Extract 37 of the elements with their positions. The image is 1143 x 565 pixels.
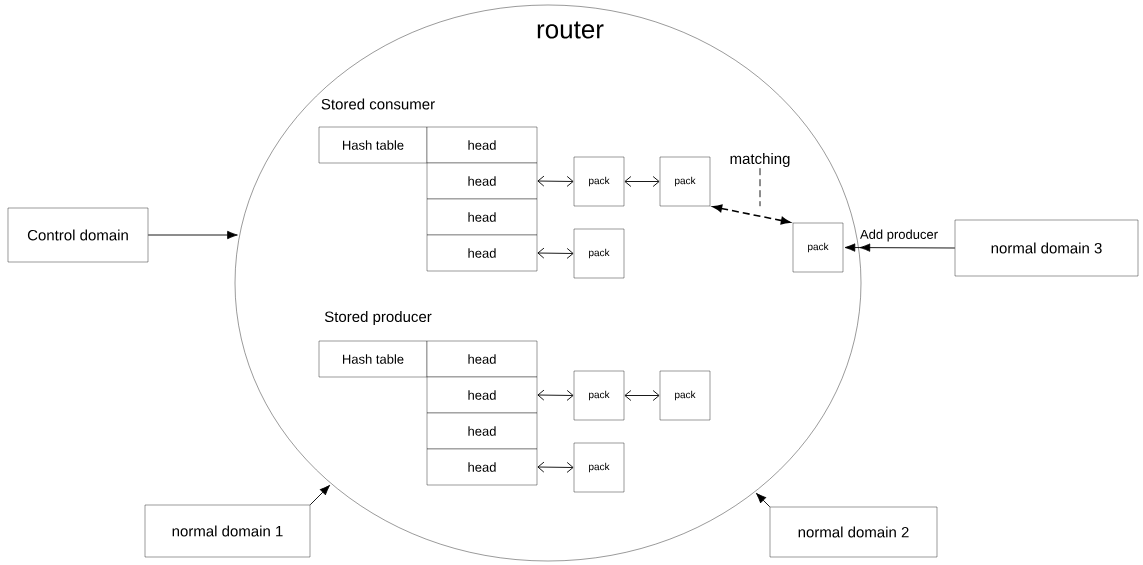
arrow (624, 390, 660, 401)
section-heading: Stored producer (324, 311, 432, 325)
head-cell: head (426, 448, 538, 486)
head-cell: head (426, 162, 538, 200)
arrow (755, 492, 771, 508)
arrow (537, 389, 574, 401)
arrow (844, 243, 956, 252)
domain-box: normal domain 3 (954, 219, 1139, 277)
domain-box: Control domain (7, 207, 149, 263)
packet-box: pack (659, 156, 711, 207)
head-cell: head (426, 234, 538, 272)
arrow (624, 176, 660, 187)
arrow (537, 247, 574, 259)
domain-box: normal domain 1 (144, 504, 311, 558)
hash-table-cell: Hash table (318, 126, 428, 164)
packet-box: pack (659, 370, 711, 421)
leader-line (759, 167, 761, 207)
arrow (147, 230, 238, 240)
arrow (537, 461, 574, 473)
packet-box: pack (573, 156, 625, 207)
section-heading: Stored consumer (321, 98, 435, 110)
packet-box: pack (573, 442, 625, 493)
head-cell: head (426, 376, 538, 414)
packet-box: pack (573, 370, 625, 421)
arrow (309, 484, 331, 506)
edge-label: Add producer (859, 228, 940, 243)
head-cell: head (426, 412, 538, 450)
head-cell: head (426, 340, 538, 378)
arrow (537, 175, 574, 187)
head-cell: head (426, 126, 538, 164)
arrow (712, 204, 791, 225)
hash-table-cell: Hash table (318, 340, 428, 378)
matching-label: matching (730, 153, 790, 167)
domain-box: normal domain 2 (769, 506, 938, 558)
packet-box: pack (792, 222, 844, 273)
packet-box: pack (573, 228, 625, 279)
head-cell: head (426, 198, 538, 236)
